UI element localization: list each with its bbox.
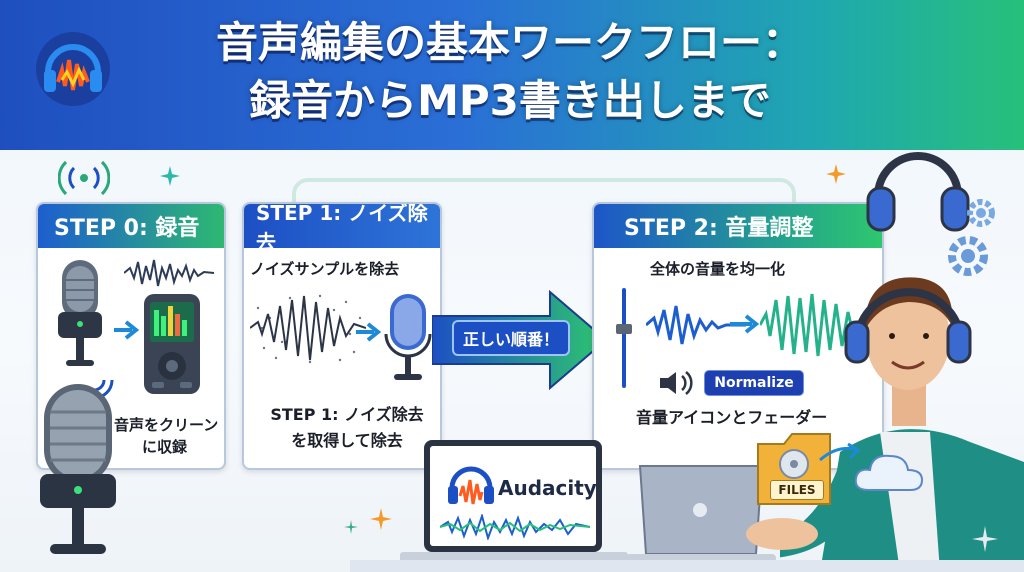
step0-caption-line-1: 音声をクリーン <box>114 416 219 434</box>
arrow-right-icon <box>356 322 382 342</box>
recorder-icon <box>144 294 200 394</box>
page-title: 音声編集の基本ワークフロー： 録音からMP3書き出しまで <box>130 14 890 130</box>
gear-icon <box>967 199 995 227</box>
signal-icon <box>58 160 110 196</box>
title-line-2: 録音からMP3書き出しまで <box>249 76 771 125</box>
headphones-icon <box>866 152 970 232</box>
waveform-icon <box>760 293 864 357</box>
speaker-icon <box>660 371 693 395</box>
step1-heading: STEP 1: ノイズ除去 <box>244 204 440 254</box>
audacity-logo-icon <box>36 32 110 106</box>
microphone-icon <box>40 384 116 554</box>
title-line-1: 音声編集の基本ワークフロー： <box>215 18 804 67</box>
laptop-base <box>400 552 628 562</box>
files-label: FILES <box>770 480 824 500</box>
step2-subtitle: 全体の音量を均一化 <box>650 260 786 278</box>
hand-illustration <box>746 518 818 550</box>
audacity-screen: Audacity <box>430 446 596 546</box>
arrow-right-icon <box>730 314 760 334</box>
gear-icon <box>948 236 988 276</box>
sparkle-icon <box>160 166 180 186</box>
step0-caption-line-2: に収録 <box>142 438 188 456</box>
waveform-icon <box>124 259 214 287</box>
step2-card: STEP 2: 音量調整 <box>592 202 884 470</box>
sparkle-icon <box>972 526 998 552</box>
desk <box>350 560 1024 572</box>
microphone-icon <box>384 294 432 380</box>
waveform-icon <box>440 514 590 540</box>
microphone-icon <box>58 260 102 366</box>
arrow-right-icon <box>114 320 140 340</box>
step1-caption: STEP 1: ノイズ除去 を取得して除去 <box>254 402 440 454</box>
arrow-right-icon <box>819 442 861 462</box>
flow-arrow-label: 正しい順番！ <box>452 320 570 356</box>
step0-caption: 音声をクリーン に収録 <box>114 414 224 458</box>
step1-subtitle: ノイズサンプルを除去 <box>250 260 400 278</box>
noisy-waveform-icon <box>250 294 366 364</box>
step0-heading: STEP 0: 録音 <box>38 204 224 248</box>
waveform-icon <box>646 305 746 345</box>
audacity-laptop: Audacity <box>424 440 602 552</box>
fader-icon <box>616 288 632 388</box>
audacity-logo-icon <box>448 466 494 505</box>
step2-caption: 音量アイコンとフェーダー <box>636 408 828 427</box>
sparkle-icon <box>370 508 392 530</box>
audacity-app-name: Audacity <box>498 476 596 500</box>
sparkle-icon <box>344 520 358 534</box>
step2-heading: STEP 2: 音量調整 <box>594 204 882 248</box>
sparkle-icon <box>826 164 846 184</box>
header-banner <box>0 0 1024 150</box>
step1-caption-line-2: を取得して除去 <box>291 431 403 450</box>
cloud-icon <box>854 454 924 491</box>
step1-caption-line-1: STEP 1: ノイズ除去 <box>270 405 424 424</box>
normalize-button: Normalize <box>704 370 804 396</box>
